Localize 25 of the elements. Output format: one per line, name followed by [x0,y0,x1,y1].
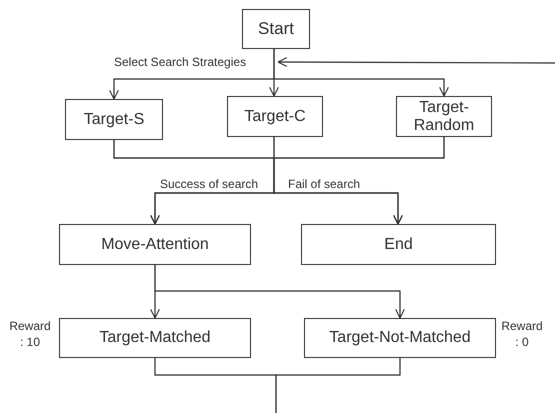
node-label: Move-Attention [101,236,209,254]
node-label: Start [258,20,294,38]
flow-label: Success of search [159,177,260,191]
node-label: Target-C [244,108,306,126]
process-box [242,9,310,49]
process-box [227,96,323,137]
reward-note: Reward : 10 [8,319,52,350]
process-box [59,224,251,265]
process-box [59,318,251,358]
process-box [396,96,492,137]
node-label: Target-Random [412,98,476,134]
process-box [65,99,163,140]
flow-label: Select Search Strategies [113,55,248,69]
node-label: Target-Matched [99,329,211,347]
reward-note: Reward : 0 [500,319,544,350]
process-box [301,224,496,265]
arrow [273,49,450,97]
node-label: End [384,236,413,254]
arrow [273,137,445,225]
process-box [304,318,496,358]
flow-label: Fail of search [287,177,362,191]
node-label: Target-S [84,110,144,128]
arrow [154,265,406,319]
arrow [277,57,555,68]
node-label: Target-Not-Matched [329,329,471,347]
